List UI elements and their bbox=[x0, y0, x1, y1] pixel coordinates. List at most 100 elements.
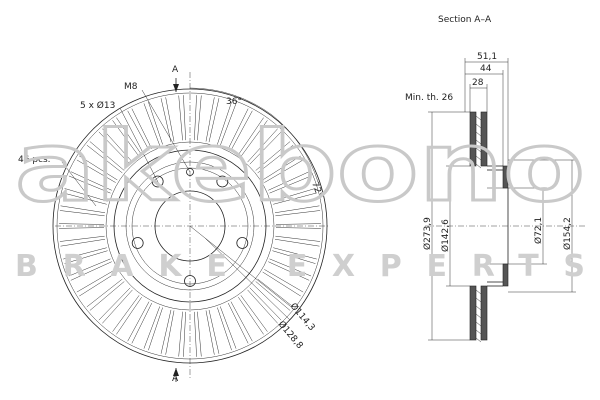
cooling-vents bbox=[59, 95, 321, 357]
vent-line bbox=[165, 97, 175, 142]
vent-line bbox=[240, 120, 268, 157]
hat-ring-2 bbox=[125, 161, 255, 291]
vent-line bbox=[269, 258, 312, 277]
vane-hatch bbox=[475, 139, 482, 145]
vent-line bbox=[183, 311, 186, 357]
vane-hatch bbox=[475, 163, 482, 169]
vent-line bbox=[143, 306, 160, 349]
vent-line bbox=[273, 192, 317, 205]
bolt-hole bbox=[216, 175, 229, 188]
vent-line bbox=[257, 278, 294, 308]
vent-line bbox=[70, 171, 112, 191]
dim-44-label: 44 bbox=[480, 64, 492, 74]
thread-label: M8 bbox=[124, 82, 138, 92]
vent-line bbox=[275, 210, 321, 217]
vent-line bbox=[217, 307, 232, 351]
vent-line bbox=[59, 210, 105, 217]
vent-line bbox=[63, 192, 107, 205]
friction-ring-top-right bbox=[480, 111, 488, 167]
vane-hatch bbox=[475, 115, 482, 121]
section-arrow-top bbox=[173, 84, 179, 92]
dia-72-label: Ø72,1 bbox=[533, 217, 544, 244]
min-thickness-label: Min. th. 26 bbox=[405, 93, 453, 103]
hat-wall-bottom bbox=[502, 263, 509, 287]
vent-line bbox=[275, 227, 321, 229]
vent-line bbox=[148, 101, 163, 145]
vent-line bbox=[274, 205, 320, 214]
vent-line bbox=[217, 101, 232, 145]
vent-line bbox=[148, 307, 163, 351]
vent-line bbox=[102, 289, 133, 324]
vent-line bbox=[79, 155, 118, 181]
vent-line bbox=[208, 98, 220, 143]
vane-hatch bbox=[475, 123, 482, 129]
vent-line bbox=[79, 271, 118, 297]
vent-line bbox=[89, 281, 125, 311]
vent-line bbox=[238, 117, 264, 156]
vents-count-label: 46 pcs. bbox=[18, 155, 51, 165]
vent-line bbox=[98, 287, 131, 321]
vent-line bbox=[208, 309, 220, 354]
friction-ring-bottom-left bbox=[469, 285, 477, 341]
center-bore bbox=[154, 190, 226, 262]
watermark-brand: akebono bbox=[15, 111, 585, 223]
vent-line bbox=[275, 223, 321, 225]
vent-line bbox=[64, 188, 108, 202]
vent-line bbox=[68, 258, 111, 277]
vent-line bbox=[272, 188, 316, 202]
section-title: Section A–A bbox=[438, 15, 492, 25]
vent-line bbox=[205, 310, 215, 355]
vent-line bbox=[227, 108, 249, 150]
vent-line bbox=[268, 171, 310, 191]
vent-line bbox=[183, 95, 186, 141]
vent-line bbox=[230, 301, 253, 342]
disc-outer-edge-inner bbox=[56, 92, 324, 360]
dia-154-label: Ø154,2 bbox=[562, 217, 573, 250]
vents-leader bbox=[61, 161, 97, 207]
vent-line bbox=[238, 296, 264, 335]
vent-line bbox=[98, 131, 131, 165]
section-marker-bottom: A bbox=[172, 374, 179, 384]
vent-line bbox=[131, 108, 153, 150]
vent-line bbox=[197, 95, 202, 141]
vent-line bbox=[68, 175, 111, 194]
vent-line bbox=[197, 311, 202, 357]
vent-line bbox=[86, 144, 123, 174]
bolt-hole bbox=[131, 237, 144, 249]
friction-ring-top-left bbox=[469, 111, 477, 167]
vent-line bbox=[178, 95, 183, 141]
vane-hatch bbox=[475, 147, 482, 153]
dim-51-label: 51,1 bbox=[477, 52, 497, 62]
vane-hatch bbox=[475, 329, 482, 335]
vent-line bbox=[165, 310, 175, 355]
vent-line bbox=[273, 247, 317, 260]
vane-hatch bbox=[475, 155, 482, 161]
vane-hatch bbox=[475, 337, 482, 343]
vent-line bbox=[220, 306, 237, 349]
vent-line bbox=[112, 120, 140, 157]
vent-line bbox=[76, 159, 116, 183]
vent-line bbox=[230, 110, 253, 151]
vent-line bbox=[76, 269, 116, 293]
vent-line bbox=[249, 287, 282, 321]
section-marker-top: A bbox=[172, 65, 179, 75]
vent-line bbox=[262, 155, 301, 181]
vane-hatch bbox=[475, 289, 482, 295]
vane-hatch bbox=[475, 313, 482, 319]
bolt-leader bbox=[119, 107, 161, 187]
vent-line bbox=[220, 103, 237, 146]
vent-line bbox=[205, 97, 215, 142]
dia-142-label: Ø142,6 bbox=[440, 219, 451, 252]
bolt-holes bbox=[131, 168, 249, 287]
bolt-hole bbox=[236, 237, 249, 249]
vent-line bbox=[247, 289, 278, 324]
vent-inner-ring bbox=[105, 141, 275, 311]
bolt-hole-label: 5 x Ø13 bbox=[80, 100, 115, 111]
vent-line bbox=[116, 117, 142, 156]
vent-line bbox=[127, 301, 150, 342]
vane-hatch bbox=[475, 297, 482, 303]
vent-line bbox=[272, 250, 316, 264]
hat-ring-3 bbox=[131, 167, 249, 285]
vent-line bbox=[143, 103, 160, 146]
